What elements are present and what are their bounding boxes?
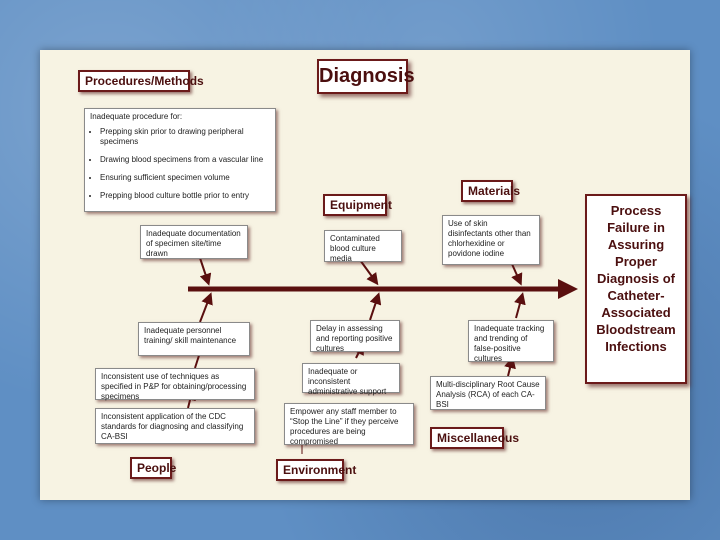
environment-delay-box: Delay in assessing and reporting positiv… xyxy=(310,320,400,353)
procedures-list: Prepping skin prior to drawing periphera… xyxy=(90,127,270,201)
people-training-box: Inadequate personnel training/ skill mai… xyxy=(138,322,250,356)
category-materials: Materials xyxy=(461,180,520,202)
bone-procedures xyxy=(199,257,212,286)
category-environment: Environment xyxy=(276,459,356,481)
category-people: People xyxy=(130,457,176,479)
category-miscellaneous: Miscellaneous xyxy=(430,427,519,449)
materials-cause-box: Use of skin disinfectants other than chl… xyxy=(442,215,540,265)
list-item: Prepping blood culture bottle prior to e… xyxy=(100,191,270,201)
procedures-intro: Inadequate procedure for: xyxy=(90,112,183,121)
misc-tracking-box: Inadequate tracking and trending of fals… xyxy=(468,320,554,363)
bone-people xyxy=(199,292,213,323)
people-techniques-box: Inconsistent use of techniques as specif… xyxy=(95,368,255,401)
equipment-cause-box: Contaminated blood culture media xyxy=(324,230,402,263)
outcome-box: Process Failure in Assuring Proper Diagn… xyxy=(585,194,687,384)
list-item: Prepping skin prior to drawing periphera… xyxy=(100,127,270,147)
bone-environment xyxy=(369,292,382,321)
misc-rca-box: Multi-disciplinary Root Cause Analysis (… xyxy=(430,376,546,410)
environment-empower-box: Empower any staff member to “Stop the Li… xyxy=(284,403,414,446)
list-item: Drawing blood specimens from a vascular … xyxy=(100,155,270,165)
bone-equipment xyxy=(359,259,379,286)
people-standards-box: Inconsistent application of the CDC stan… xyxy=(95,408,255,444)
category-procedures: Procedures/Methods xyxy=(78,70,204,92)
diagram-slide: Diagnosis Process Failure in Assuring Pr… xyxy=(40,50,690,500)
list-item: Ensuring sufficient specimen volume xyxy=(100,173,270,183)
bone-materials xyxy=(511,263,523,286)
procedures-documentation-box: Inadequate documentation of specimen sit… xyxy=(140,225,248,259)
fishbone-arrows xyxy=(184,257,578,454)
bone-misc xyxy=(514,292,526,319)
environment-support-box: Inadequate or inconsistent administrativ… xyxy=(302,363,400,396)
bone-misc-2 xyxy=(504,356,516,377)
procedures-list-box: Inadequate procedure for: Prepping skin … xyxy=(84,108,276,212)
page-title: Diagnosis xyxy=(317,59,415,94)
category-equipment: Equipment xyxy=(323,194,392,216)
